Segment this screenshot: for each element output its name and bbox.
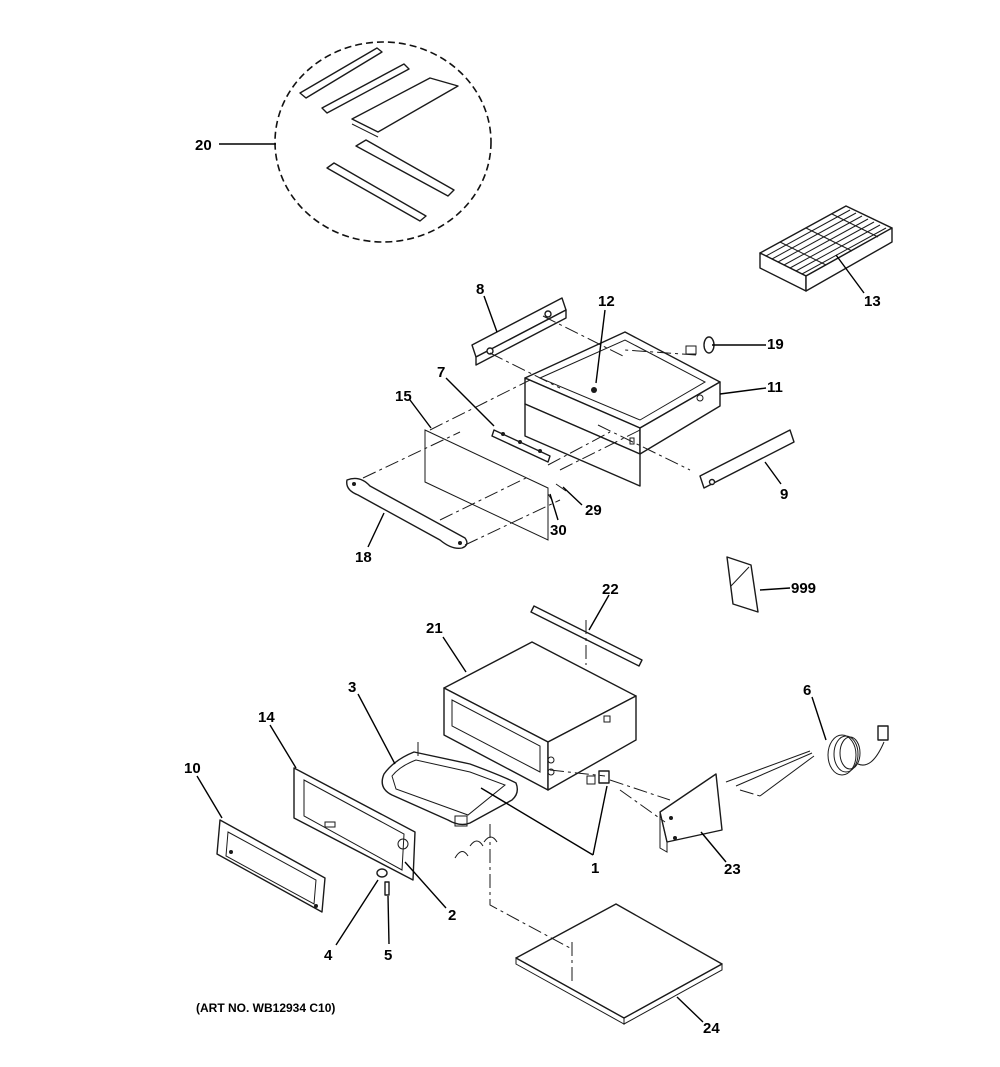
callout-11: 11 [767,379,783,396]
leader-lines [196,143,865,1023]
part-9-slide-rail-right [699,429,795,489]
callout-7: 7 [437,364,445,381]
callout-999: 999 [791,580,816,597]
callout-6: 6 [803,682,811,699]
callout-24: 24 [703,1020,720,1037]
callout-29: 29 [585,502,602,519]
part-4-knob [376,868,388,878]
part-8-slide-rail-left [471,297,567,366]
part-1-switch [586,770,610,785]
part-6-power-cord [725,725,889,797]
part-7-bracket [491,429,551,463]
callout-22: 22 [602,581,619,598]
callout-4: 4 [324,947,333,964]
callout-3: 3 [348,679,356,696]
callout-14: 14 [258,709,275,726]
part-21-outer-case [443,641,637,791]
part-18-drawer-front [346,477,468,550]
callout-18: 18 [355,549,372,566]
wire-clips [454,836,498,859]
callout-15: 15 [395,388,412,405]
callout-20: 20 [195,137,212,154]
part-23-bracket-box [659,773,723,853]
callout-5: 5 [384,947,392,964]
part-12-screw [591,387,597,393]
part-13-wire-rack [759,205,893,292]
part-22-top-rail [530,605,643,667]
part-20-rail-kit [274,41,492,243]
part-19-bumper [685,336,715,355]
part-29-clip [555,483,567,492]
part-999-literature [726,556,759,613]
part-10-trim [216,819,326,913]
callout-9: 9 [780,486,788,503]
callout-1: 1 [591,860,599,877]
callout-12: 12 [598,293,615,310]
callout-10: 10 [184,760,201,777]
part-14-control-panel [293,767,416,881]
part-11-drawer-box [524,331,721,487]
callout-13: 13 [864,293,881,310]
art-number: (ART NO. WB12934 C10) [196,1001,335,1015]
callout-23: 23 [724,861,741,878]
assembly-lines [362,315,761,985]
callout-19: 19 [767,336,784,353]
callout-30: 30 [550,522,567,539]
part-15-panel [424,429,549,541]
part-3-heating-element [381,751,519,827]
callout-8: 8 [476,281,484,298]
callout-21: 21 [426,620,443,637]
part-5-shaft [384,881,390,896]
callout-2: 2 [448,907,456,924]
part-24-bottom-tray [515,903,723,1025]
callout-labels: 20 13 8 12 19 11 7 15 9 29 30 18 999 22 … [184,137,881,1037]
